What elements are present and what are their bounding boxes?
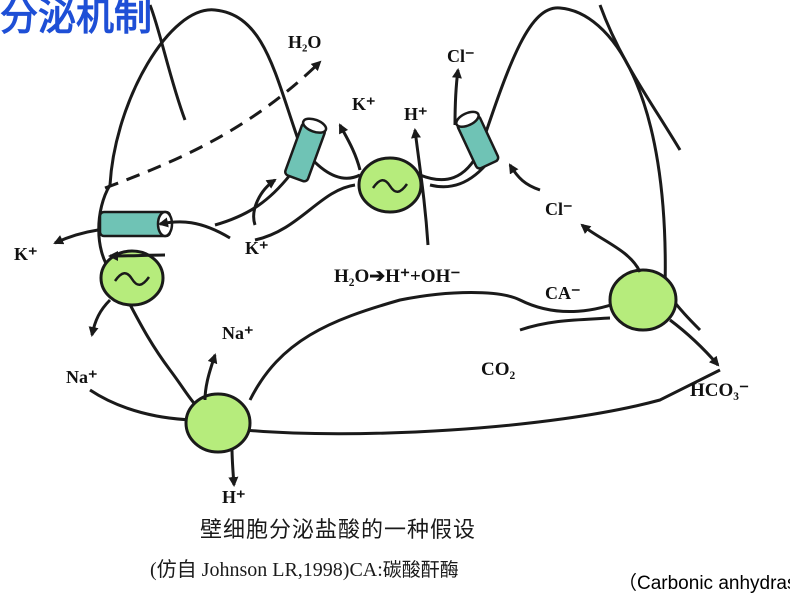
label-ca: CA⁻	[545, 283, 581, 303]
label-k-left: K⁺	[14, 244, 38, 264]
label-cl-top: Cl⁻	[447, 46, 475, 66]
page-title: 分泌机制	[0, 0, 153, 39]
k-channel-apical	[284, 117, 328, 183]
cell-membrane	[89, 4, 721, 436]
label-h-top: H⁺	[404, 104, 428, 124]
label-h-bottom: H⁺	[222, 487, 246, 507]
caption-enzyme-name: 碳酸酐酶	[382, 559, 459, 581]
label-na-left: Na⁺	[66, 367, 98, 387]
label-cl-right: Cl⁻	[545, 199, 573, 219]
na-k-pump	[99, 249, 165, 307]
label-hco3: HCO₃⁻	[690, 380, 749, 401]
label-reaction: H₂O➔H⁺+OH⁻	[334, 266, 460, 287]
ion-flow-arrows	[53, 68, 720, 487]
label-co2: CO₂	[481, 359, 516, 380]
label-h2o-top: H₂O	[288, 32, 321, 52]
proton-pump	[357, 156, 423, 214]
caption-source-text: (仿自 Johnson LR,1998)CA:	[150, 559, 383, 581]
label-na-top: Na⁺	[222, 323, 254, 343]
caption-title: 壁细胞分泌盐酸的一种假设	[200, 518, 477, 543]
cl-channel-apical	[455, 110, 500, 170]
k-channel-basolateral	[98, 210, 174, 238]
water-diffusion-path	[104, 60, 322, 190]
caption-enzyme-english: （Carbonic anhydrase）	[618, 573, 790, 594]
caption-source: (仿自 Johnson LR,1998)CA:碳酸酐酶	[150, 553, 459, 582]
label-k-top: K⁺	[352, 94, 376, 114]
cl-hco3-exchanger	[608, 268, 678, 332]
na-h-exchanger	[184, 392, 252, 454]
label-k-mid: K⁺	[245, 238, 269, 258]
